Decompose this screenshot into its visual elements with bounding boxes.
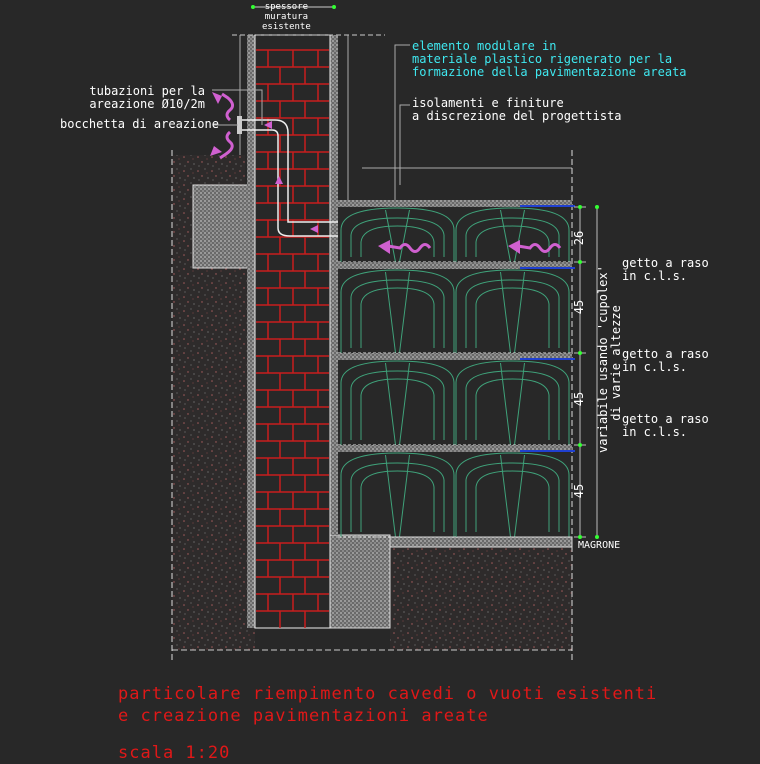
dimension-node — [595, 205, 599, 209]
label-line: in c.l.s. — [622, 425, 688, 439]
cupolex-leg — [385, 209, 410, 263]
plaster-left — [247, 35, 255, 628]
cupolex-arch — [475, 287, 550, 348]
cupolex-dome — [340, 452, 455, 537]
variable-label: variabile usando 'cupolex'di varie altez… — [596, 265, 623, 453]
label-line: in c.l.s. — [622, 269, 688, 283]
cupolex-leg — [500, 454, 525, 538]
cupolex-arch — [350, 217, 445, 257]
cupolex-dome — [455, 452, 570, 537]
label-line: isolamenti e finiture — [412, 96, 564, 110]
scale-label: scala 1:20 — [118, 743, 231, 763]
label-line: esistente — [262, 22, 311, 32]
cupolex-arch — [475, 378, 550, 440]
cupolex-arch — [465, 462, 560, 532]
label-line: areazione Ø10/2m — [89, 97, 205, 111]
vent-label: bocchetta di areazione — [60, 117, 219, 131]
insulation-label: isolamenti e finiture a discrezione del … — [412, 97, 622, 123]
dimension-node — [578, 443, 582, 447]
air-flow-arrows — [219, 92, 562, 253]
slab-layer — [338, 200, 572, 207]
cupolex-arch — [465, 217, 560, 257]
cupolex-dome — [455, 269, 570, 353]
slab-layer — [338, 445, 572, 452]
cupolex-dome — [455, 207, 570, 262]
drawing-title: particolare riempimento cavedi o vuoti e… — [118, 683, 657, 727]
dimension-45: 45 — [572, 483, 587, 499]
label-line: in c.l.s. — [622, 360, 688, 374]
cupolex-arch — [465, 279, 560, 348]
plaster-right — [330, 35, 338, 535]
label-line: elemento modulare in — [412, 39, 557, 53]
cupolex-leg — [385, 271, 410, 354]
cupolex-dome — [340, 360, 455, 445]
label-line: getto a raso — [622, 256, 709, 270]
cupolex-dome — [455, 360, 570, 445]
cupolex-arch — [475, 470, 550, 532]
soil-right — [390, 547, 572, 650]
magrone-label: MAGRONE — [578, 540, 621, 551]
label-line: formazione della pavimentazione areata — [412, 65, 687, 79]
label-line: materiale plastico rigenerato per la — [412, 52, 673, 66]
dimension-node — [595, 535, 599, 539]
title-line: e creazione pavimentazioni areate — [118, 706, 489, 726]
cupolex-arch — [350, 370, 445, 440]
dimension-node — [578, 535, 582, 539]
cupolex-arch — [350, 462, 445, 532]
dimension-45: 45 — [572, 299, 587, 315]
cupolex-leg — [500, 362, 525, 446]
label-line: tubazioni per la — [89, 84, 205, 98]
cupolex-dome — [340, 269, 455, 353]
dimension-node — [578, 260, 582, 264]
cupolex-arch — [360, 470, 435, 532]
dimension-node — [578, 205, 582, 209]
pipes-label: tubazioni per la areazione Ø10/2m — [85, 85, 205, 111]
wall-thickness-label: spessore muratura esistente — [262, 2, 311, 32]
label-line: spessore — [264, 2, 309, 12]
cupolex-leg — [500, 209, 525, 263]
cupolex-arch — [350, 279, 445, 348]
concrete-block — [192, 184, 249, 269]
cupolex-leg — [385, 454, 410, 538]
label-line: di varie altezze — [609, 305, 623, 421]
dimension-45: 45 — [572, 391, 587, 407]
cupolex-leg — [500, 271, 525, 354]
modular-element-label: elemento modulare in materiale plastico … — [412, 40, 687, 79]
dimension-26: 26 — [572, 230, 587, 246]
title-line: particolare riempimento cavedi o vuoti e… — [118, 684, 658, 704]
soil-left — [172, 155, 255, 650]
label-line: getto a raso — [622, 347, 709, 361]
cupolex-arch — [360, 225, 435, 257]
foundation — [329, 534, 391, 629]
cupolex-arch — [360, 287, 435, 348]
slab-layer — [338, 353, 572, 360]
slab-layer — [338, 262, 572, 269]
label-line: muratura — [264, 12, 309, 22]
cupolex-arch — [360, 378, 435, 440]
cupolex-leg — [385, 362, 410, 446]
cupolex-arch — [465, 370, 560, 440]
label-line: a discrezione del progettista — [412, 109, 622, 123]
label-line: getto a raso — [622, 412, 709, 426]
cupolex-arch — [475, 225, 550, 257]
cupolex-dome — [340, 207, 455, 262]
magrone — [389, 536, 573, 548]
dimension-node — [578, 351, 582, 355]
vent-grille — [237, 116, 242, 134]
